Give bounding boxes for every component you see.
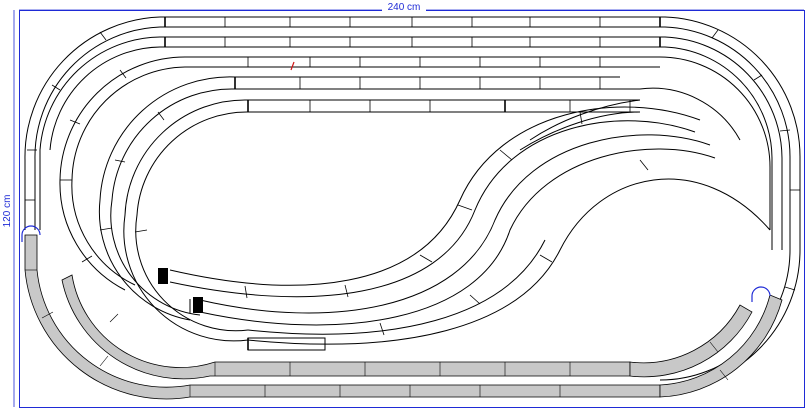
outer-straight-ties xyxy=(164,17,661,47)
outer-loop-track xyxy=(24,16,801,391)
height-label: 120 cm xyxy=(2,195,13,228)
uncoupler-icon xyxy=(21,225,771,302)
height-dimension: 120 cm xyxy=(2,10,15,407)
width-dimension: 240 cm xyxy=(19,1,804,13)
bottom-siding xyxy=(247,337,326,351)
inner-loop-track xyxy=(59,56,771,342)
buffer-stop-icon xyxy=(158,268,203,313)
hidden-staging-tracks xyxy=(24,234,783,400)
s-curve-track xyxy=(159,99,771,345)
width-label: 240 cm xyxy=(388,2,421,13)
signal-icon xyxy=(290,61,295,71)
